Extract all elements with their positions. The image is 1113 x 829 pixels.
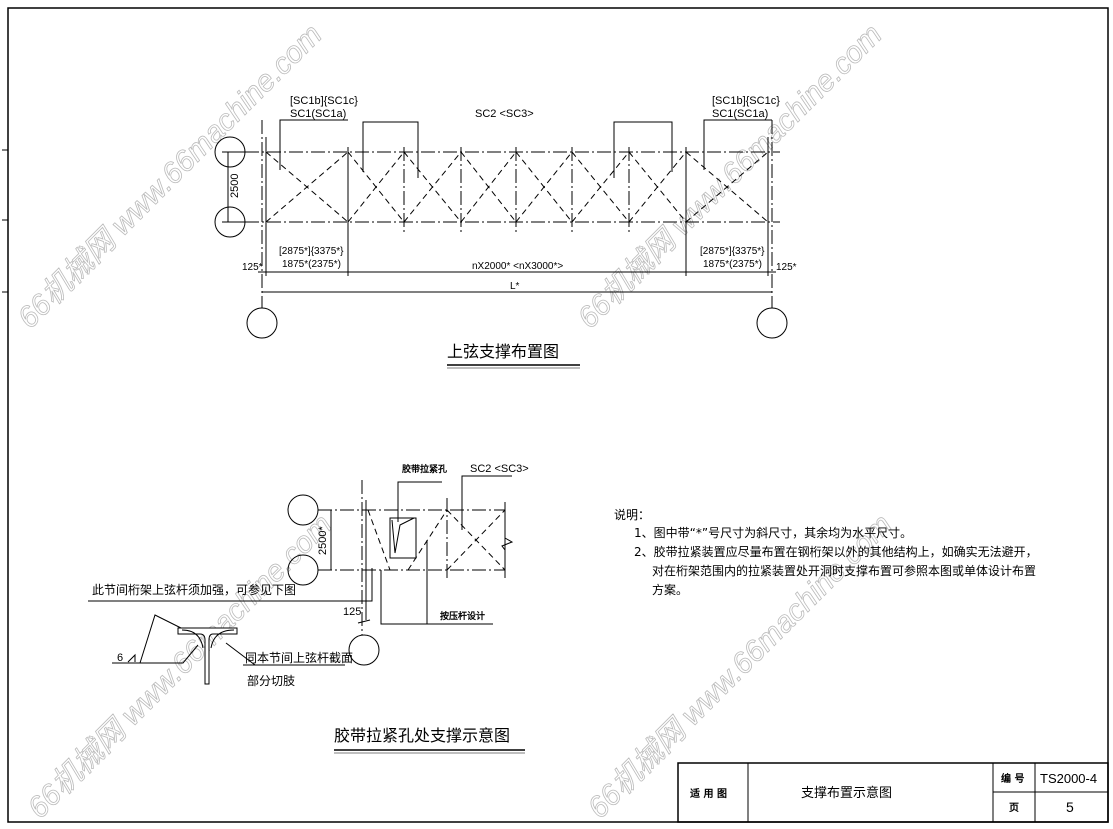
leader-line <box>397 481 442 522</box>
leader-line <box>380 570 493 625</box>
label: [SC1b]{SC1c} <box>290 95 358 107</box>
svg-text:SC2 <SC3>: SC2 <SC3> <box>470 463 529 475</box>
axis-bubble <box>348 634 380 666</box>
leader-line <box>703 119 772 170</box>
svg-text:2、胶带拉紧装置应尽量布置在钢桁架以外的其他结构上，如确实无: 2、胶带拉紧装置应尽量布置在钢桁架以外的其他结构上，如确实无法避开， <box>634 544 1038 559</box>
label: [SC1b]{SC1c} <box>712 95 780 107</box>
page-number: 5 <box>1066 799 1074 815</box>
top-plan-title: 上弦支撑布置图 <box>447 342 559 361</box>
top-chord-bracing-plan: 2500 [SC1b]{SC1c} SC1(SC1a) [SC1b]{SC1c}… <box>214 95 797 369</box>
bracing-members <box>265 137 769 272</box>
detail-title: 胶带拉紧孔处支撑示意图 <box>334 726 510 745</box>
svg-text:66机械网 www.66machine.com: 66机械网 www.66machine.com <box>572 18 889 335</box>
tension-hole <box>389 517 417 559</box>
svg-text:66机械网 www.66machine.com: 66机械网 www.66machine.com <box>12 18 329 335</box>
svg-text:方案。: 方案。 <box>652 582 688 597</box>
leader-line <box>362 121 419 178</box>
cross-brace <box>628 151 687 223</box>
svg-text:6: 6 <box>117 652 123 664</box>
cross-brace <box>265 151 349 223</box>
svg-text:66机械网 www.66machine.com: 66机械网 www.66machine.com <box>22 508 339 825</box>
height-dim: 2500 <box>229 174 241 198</box>
cross-brace <box>685 151 769 223</box>
svg-text:说明：: 说明： <box>614 507 650 522</box>
svg-text:[2875*]{3375*}: [2875*]{3375*} <box>700 246 765 257</box>
svg-text:1、图中带“*”号尺寸为斜尺寸，其余均为水平尺寸。: 1、图中带“*”号尺寸为斜尺寸，其余均为水平尺寸。 <box>634 525 912 540</box>
tension-hole-bracing-detail: 胶带拉紧孔 SC2 <SC3> 2500* 125 按压杆设计 此节间桁架上弦杆… <box>88 463 529 754</box>
svg-text:部分切肢: 部分切肢 <box>247 673 295 688</box>
svg-text:按压杆设计: 按压杆设计 <box>440 610 485 622</box>
svg-text:同本节间上弦杆截面: 同本节间上弦杆截面 <box>245 650 353 665</box>
drawing-title: 支撑布置示意图 <box>801 785 892 801</box>
axis-bubble <box>756 307 788 339</box>
leader-line <box>88 568 373 602</box>
label: SC2 <SC3> <box>475 108 534 120</box>
svg-text:1875*(2375*): 1875*(2375*) <box>703 259 762 270</box>
cross-brace <box>460 151 517 223</box>
axis-bubble <box>246 307 278 339</box>
svg-text:125*: 125* <box>776 262 797 273</box>
svg-text:编 号: 编 号 <box>1001 772 1024 785</box>
svg-text:125: 125 <box>343 606 361 618</box>
svg-text:1875*(2375*): 1875*(2375*) <box>282 259 341 270</box>
leader-line <box>613 121 673 178</box>
sheet-border <box>7 7 1109 823</box>
tee-section <box>177 627 238 685</box>
svg-text:nX2000* <nX3000*>: nX2000* <nX3000*> <box>472 261 563 272</box>
label: SC1(SC1a) <box>290 108 346 120</box>
cross-brace <box>403 151 462 223</box>
svg-text:L*: L* <box>510 281 520 292</box>
title-block: 适 用 图 支撑布置示意图 编 号 TS2000-4 页 5 <box>677 762 1109 823</box>
svg-text:适 用 图: 适 用 图 <box>690 787 727 800</box>
leader-line <box>461 475 512 530</box>
leader-line <box>279 119 348 170</box>
svg-text:2500*: 2500* <box>317 526 329 555</box>
cross-brace <box>347 151 405 223</box>
svg-text:[2875*]{3375*}: [2875*]{3375*} <box>279 246 344 257</box>
cross-brace <box>571 151 630 223</box>
drawing-number: TS2000-4 <box>1040 771 1097 786</box>
watermark: 66机械网 www.66machine.com 66机械网 www.66mach… <box>11 18 899 826</box>
svg-text:页: 页 <box>1009 802 1019 814</box>
svg-text:此节间桁架上弦杆须加强，可参见下图: 此节间桁架上弦杆须加强，可参见下图 <box>92 582 296 597</box>
svg-text:对在桁架范围内的拉紧装置处开洞时支撑布置可参照本图或单体设计: 对在桁架范围内的拉紧装置处开洞时支撑布置可参照本图或单体设计布置 <box>652 563 1036 578</box>
svg-text:125*: 125* <box>242 262 263 273</box>
notes: 说明： 1、图中带“*”号尺寸为斜尺寸，其余均为水平尺寸。 2、胶带拉紧装置应尽… <box>614 507 1038 597</box>
cross-brace <box>515 151 573 223</box>
svg-text:胶带拉紧孔: 胶带拉紧孔 <box>402 463 447 475</box>
label: SC1(SC1a) <box>712 108 768 120</box>
